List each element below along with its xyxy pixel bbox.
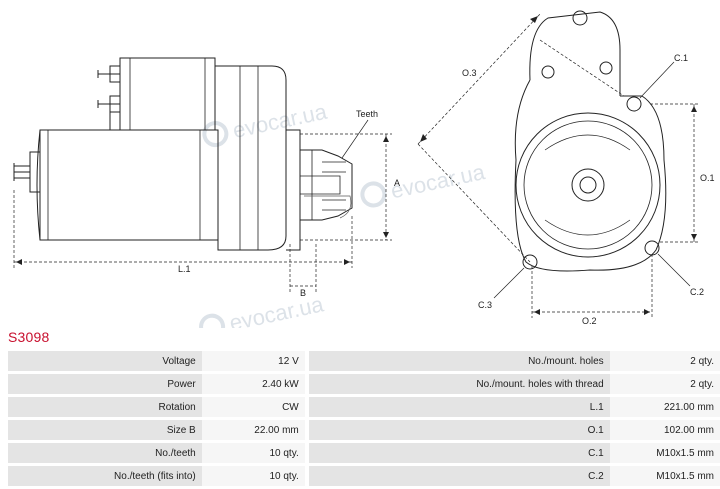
front-top-lug — [529, 11, 621, 96]
spec-gap — [304, 397, 309, 417]
spec-right-value: M10x1.5 mm — [609, 466, 720, 486]
label-b: B — [300, 288, 306, 298]
spec-left-value: 2.40 kW — [201, 374, 305, 394]
spec-right-value: M10x1.5 mm — [609, 443, 720, 463]
spec-right-label: C.1 — [308, 443, 610, 463]
dim-o2-line — [531, 254, 653, 318]
label-o1: O.1 — [700, 173, 715, 183]
spec-left-value: 10 qty. — [201, 443, 305, 463]
side-view — [13, 57, 392, 292]
dim-l1-line — [13, 190, 353, 268]
spec-left-label: Voltage — [8, 351, 202, 371]
watermark-text-2: evocar.ua — [389, 159, 488, 203]
label-c1: C.1 — [674, 53, 688, 63]
teeth-leader — [341, 119, 369, 159]
drive-housing — [215, 65, 287, 251]
front-view — [417, 10, 700, 318]
spec-gap — [304, 466, 309, 486]
front-shaft — [571, 168, 605, 202]
spec-right-value: 102.00 mm — [609, 420, 720, 440]
pinion-gear — [300, 149, 353, 221]
label-o2: O.2 — [582, 316, 597, 326]
watermark-text-1: evocar.ua — [230, 99, 329, 143]
label-c2: C.2 — [690, 287, 704, 297]
label-l1: L.1 — [178, 264, 191, 274]
label-a: A — [394, 178, 400, 188]
spec-right-label: No./mount. holes — [308, 351, 610, 371]
dim-o3-line — [417, 13, 541, 263]
spec-gap — [304, 374, 309, 394]
dim-b-line — [289, 244, 317, 292]
spec-right-value: 2 qty. — [609, 351, 720, 371]
label-c3: C.3 — [478, 300, 492, 310]
hole-c1 — [626, 96, 642, 112]
spec-right-label: No./mount. holes with thread — [308, 374, 610, 394]
side-terminal-block — [29, 151, 41, 193]
spec-left-label: Size B — [8, 420, 202, 440]
spec-right-label: O.1 — [308, 420, 610, 440]
label-teeth: Teeth — [356, 109, 378, 119]
solenoid-housing — [119, 57, 216, 131]
dim-o1-line — [650, 103, 700, 243]
spec-right-label: L.1 — [308, 397, 610, 417]
spec-left-value: 10 qty. — [201, 466, 305, 486]
solenoid-stud-top — [97, 65, 121, 83]
motor-housing — [39, 129, 219, 241]
spec-gap — [304, 351, 309, 371]
hole-c3 — [522, 254, 538, 270]
spec-gap — [304, 420, 309, 440]
label-o3: O.3 — [462, 68, 477, 78]
technical-drawing: evocar.ua evocar.ua evocar.ua — [13, 10, 715, 328]
spec-left-label: No./teeth — [8, 443, 202, 463]
leader-c3 — [493, 267, 525, 299]
leader-c1 — [639, 61, 675, 99]
dim-a-line — [300, 133, 392, 241]
side-terminal-stud — [13, 160, 31, 184]
spec-left-label: Power — [8, 374, 202, 394]
spec-right-value: 221.00 mm — [609, 397, 720, 417]
spec-right-value: 2 qty. — [609, 374, 720, 394]
spec-left-value: 22.00 mm — [201, 420, 305, 440]
mounting-flange — [286, 129, 301, 251]
spec-left-label: No./teeth (fits into) — [8, 466, 202, 486]
spec-gap — [304, 443, 309, 463]
front-outer-ring — [515, 112, 661, 258]
product-code: S3098 — [8, 329, 50, 345]
front-body — [514, 79, 667, 272]
spec-left-label: Rotation — [8, 397, 202, 417]
solenoid-stud-bottom — [97, 95, 121, 113]
spec-left-value: 12 V — [201, 351, 305, 371]
watermark-text-3: evocar.ua — [227, 291, 326, 328]
spec-right-label: C.2 — [308, 466, 610, 486]
spec-left-value: CW — [201, 397, 305, 417]
leader-c2 — [657, 253, 691, 287]
